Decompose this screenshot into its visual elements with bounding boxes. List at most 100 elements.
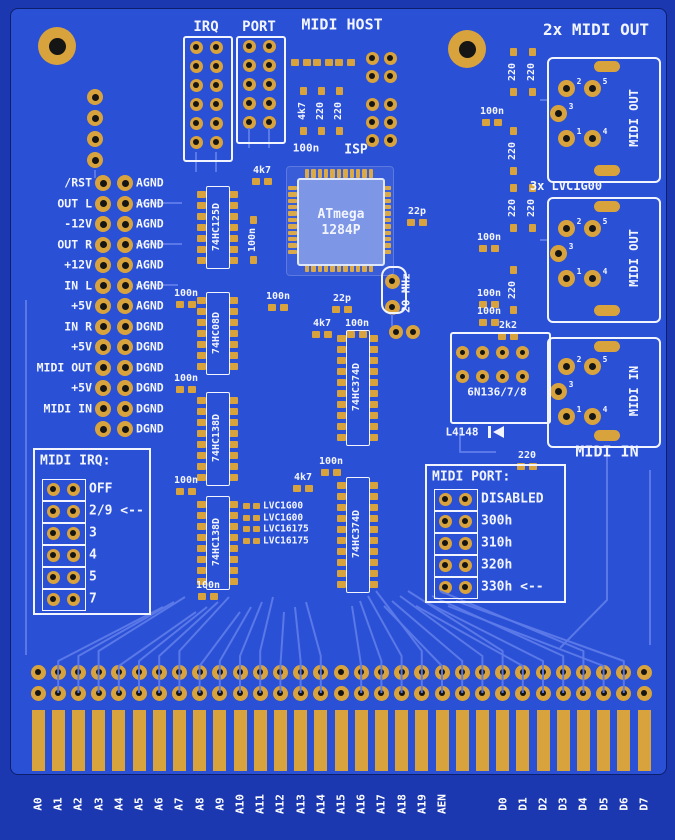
smd-pad <box>336 492 346 500</box>
ic-footprint-outline <box>206 392 230 486</box>
pad-hole <box>562 84 570 92</box>
edge-finger-label: AEN <box>435 794 449 814</box>
smd-pad <box>343 262 348 272</box>
smd-pad <box>368 503 378 511</box>
io-pin-label: +5V <box>71 339 92 354</box>
pad-hole <box>387 73 393 79</box>
trace <box>305 601 322 693</box>
pad-hole <box>99 282 107 289</box>
crystal-aux-pad <box>406 325 420 339</box>
pad-hole <box>99 302 107 310</box>
smd-pad <box>196 234 206 242</box>
smd-pad <box>249 216 257 224</box>
pad-hole <box>499 349 505 355</box>
part-label: 4k7 <box>312 318 332 329</box>
pad-hole <box>442 540 448 546</box>
diode-bar <box>488 426 491 438</box>
smd-pad <box>317 262 323 272</box>
port-header-pad <box>262 39 276 53</box>
ic-label: 74HC374D <box>351 509 362 559</box>
connector-pin-pad <box>583 269 601 287</box>
pad-hole <box>369 101 375 107</box>
edge-finger <box>51 710 65 771</box>
smd-pad <box>528 224 536 232</box>
smd-pad <box>368 262 374 272</box>
opto-pads-pad <box>515 345 529 359</box>
trace <box>359 600 383 693</box>
smd-pad <box>268 303 276 311</box>
edge-finger <box>334 710 348 771</box>
pad-hole <box>35 669 41 675</box>
smd-pad <box>305 484 313 492</box>
pin-number: 3 <box>568 242 574 251</box>
silk-outline <box>450 332 551 424</box>
smd-pad <box>196 256 206 264</box>
ic-footprint-outline <box>346 477 370 593</box>
smd-pad <box>368 168 374 178</box>
smd-pad <box>304 168 310 178</box>
diode-symbol <box>486 426 506 438</box>
io-pin-label: DGND <box>136 400 164 415</box>
trace <box>97 596 186 693</box>
jumper-pad <box>438 536 452 550</box>
trace <box>239 601 263 693</box>
smd-pad <box>196 396 206 404</box>
part-label: 100n <box>292 141 320 155</box>
pad-hole <box>338 669 344 675</box>
pad-hole <box>369 137 375 143</box>
pad-hole <box>121 220 129 228</box>
pad-hole <box>588 362 596 370</box>
jumper-pad <box>458 536 472 550</box>
trace <box>439 590 585 693</box>
smd-pad <box>252 514 260 521</box>
mounting-hole <box>448 30 486 68</box>
isp-header-pad <box>365 133 379 147</box>
connector-pin-pad <box>549 104 567 122</box>
pad-hole <box>462 496 468 502</box>
pad-hole <box>50 552 56 558</box>
smd-pad <box>228 522 238 530</box>
silk-outline <box>381 266 407 314</box>
crystal-aux-pad <box>389 325 403 339</box>
smd-pad <box>336 558 346 566</box>
small-ic-label: LVC16175 <box>263 534 309 546</box>
irq-header-pad <box>209 97 223 111</box>
part-label: 220 <box>507 62 518 82</box>
io-header-pad <box>117 380 133 396</box>
io-pin-label: AGND <box>136 257 164 272</box>
smd-pad <box>287 230 297 236</box>
smd-pad <box>198 592 206 600</box>
smd-pad <box>349 262 355 272</box>
jumper-pad <box>438 580 452 594</box>
port-header-pad <box>242 39 256 53</box>
smd-pad <box>321 468 329 476</box>
smd-pad <box>228 451 238 459</box>
edge-finger-label: A9 <box>213 797 227 811</box>
smd-pad <box>479 244 487 252</box>
smd-pad <box>228 544 238 552</box>
io-header-pad <box>95 257 111 273</box>
pad-hole <box>193 139 199 145</box>
pad-hole <box>442 562 448 568</box>
connector-pin-pad <box>557 219 575 237</box>
edge-finger <box>637 710 651 771</box>
host-header-pad <box>365 69 379 83</box>
part-label: 4k7 <box>252 165 272 176</box>
trace <box>459 428 496 453</box>
smd-pad <box>343 168 348 178</box>
pin-number: 4 <box>602 405 608 414</box>
connector-pin-pad <box>583 357 601 375</box>
pad-hole <box>91 93 99 101</box>
smd-pad <box>529 462 537 470</box>
pad-hole <box>193 101 199 107</box>
pad-hole <box>193 120 199 126</box>
trace <box>367 595 403 693</box>
trace <box>455 600 625 693</box>
trace <box>415 605 524 693</box>
trace <box>138 606 208 693</box>
io-header-pad <box>95 359 111 376</box>
part-label: 2k2 <box>498 320 518 331</box>
smd-pad <box>509 184 517 192</box>
jumper-pad <box>46 548 60 562</box>
io-header-pad <box>117 359 133 376</box>
